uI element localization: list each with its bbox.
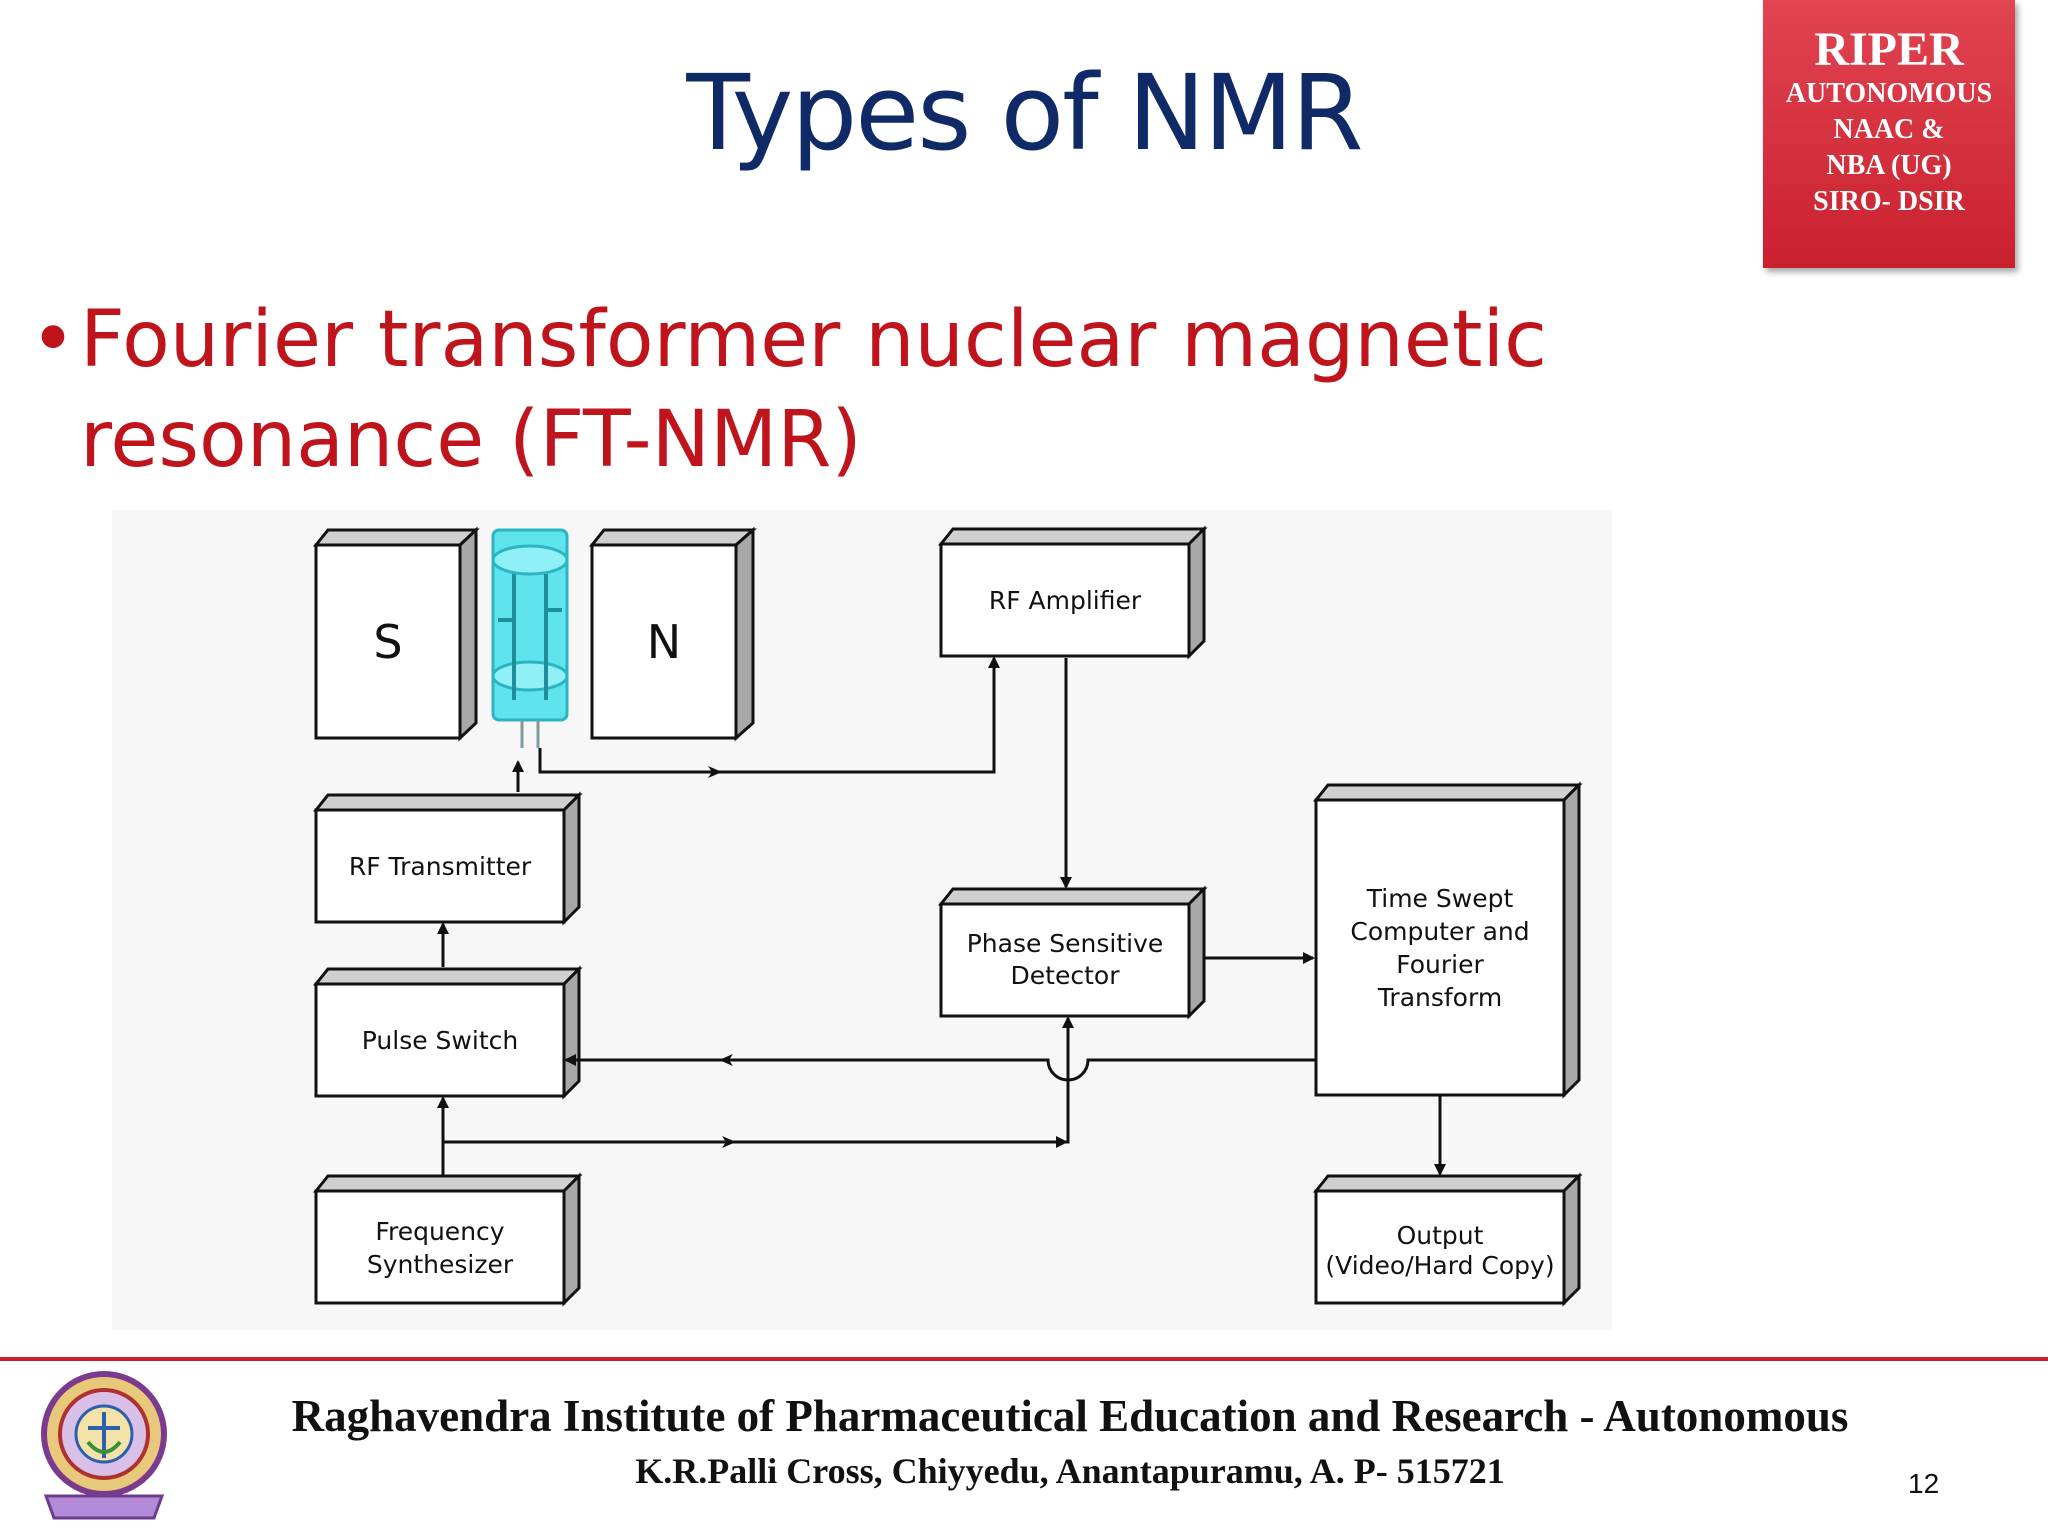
footer-address: K.R.Palli Cross, Chiyyedu, Anantapuramu,… [635, 1451, 1505, 1491]
output-label-1: Output [1397, 1221, 1484, 1250]
signal-connections [437, 656, 1446, 1176]
synth-to-detector-arrow [443, 1016, 1074, 1144]
frequency-synthesizer-label-2: Synthesizer [367, 1250, 514, 1279]
pulse-switch-block [312, 965, 583, 1100]
badge-line-4: NBA (UG) [1826, 150, 1952, 181]
magnet-south-block [312, 526, 480, 742]
badge-line-2: AUTONOMOUS [1785, 78, 1993, 109]
computer-to-switch-arrow [564, 1054, 1316, 1082]
computer-label-3: Fourier [1396, 950, 1484, 979]
computer-label-1: Time Swept [1366, 884, 1514, 913]
badge-line-5: SIRO- DSIR [1813, 186, 1965, 217]
phase-detector-label-1: Phase Sensitive [967, 929, 1164, 958]
phase-detector-label-2: Detector [1011, 961, 1121, 990]
frequency-synthesizer-label-1: Frequency [375, 1217, 504, 1246]
computer-label-2: Computer and [1350, 917, 1529, 946]
coil-to-amplifier-arrow [538, 656, 1000, 774]
rf-transmitter-block [312, 791, 583, 926]
riper-badge: RIPER AUTONOMOUS NAAC & NBA (UG) SIRO- D… [1763, 0, 2015, 268]
magnet-north-label: N [647, 615, 681, 669]
phase-sensitive-detector-block [937, 885, 1208, 1020]
institute-logo-icon [41, 1371, 167, 1520]
footer-rule [0, 1357, 2048, 1361]
rf-transmitter-label: RF Transmitter [349, 852, 532, 881]
bullet-text: Fourier transformer nuclear magnetic res… [80, 295, 1547, 485]
output-label-2: (Video/Hard Copy) [1325, 1251, 1554, 1280]
pulse-switch-label: Pulse Switch [362, 1026, 518, 1055]
magnet-south-label: S [373, 615, 402, 669]
computer-fourier-transform-block [1312, 781, 1583, 1099]
slide-title: Types of NMR [686, 52, 1363, 174]
magnet-north-block [588, 526, 757, 742]
computer-label-4: Transform [1377, 983, 1502, 1012]
rf-amplifier-label: RF Amplifier [989, 586, 1142, 615]
page-number: 12 [1908, 1468, 1940, 1499]
bullet-dot-icon: • [30, 295, 77, 385]
rf-amplifier-block [937, 525, 1208, 660]
badge-line-3: NAAC & [1833, 114, 1945, 145]
frequency-synthesizer-block [312, 1172, 583, 1307]
badge-line-1: RIPER [1814, 23, 1964, 76]
output-block [1312, 1172, 1583, 1307]
sample-tube-icon [491, 528, 569, 748]
footer-institute-name: Raghavendra Institute of Pharmaceutical … [291, 1391, 1849, 1441]
